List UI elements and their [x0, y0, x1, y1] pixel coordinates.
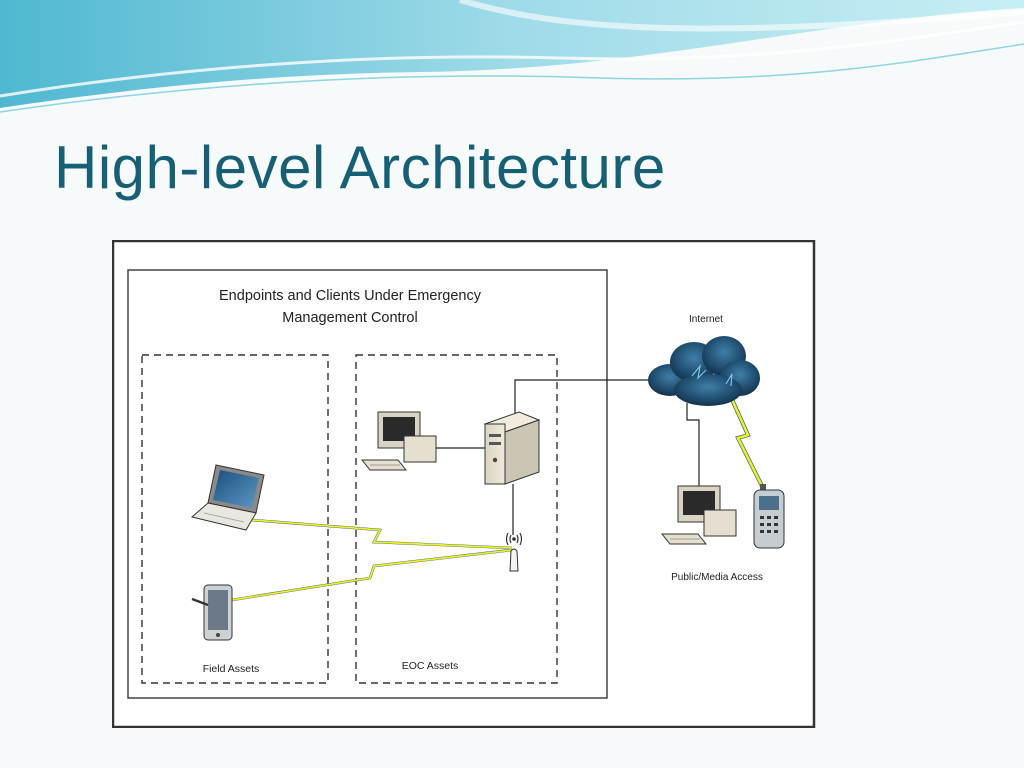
field-assets-group — [141, 354, 329, 684]
public-media-access-label: Public/Media Access — [671, 572, 763, 583]
group-title-line2: Management Control — [282, 310, 417, 326]
wireless-link-phone — [728, 394, 764, 487]
laptop-icon — [190, 464, 265, 531]
internet-to-public-pc-line — [686, 403, 700, 488]
public-media-pc-icon — [660, 485, 737, 545]
group-title-line1: Endpoints and Clients Under Emergency — [219, 288, 482, 304]
eoc-assets-group — [355, 354, 558, 684]
eoc-assets-label: EOC Assets — [402, 660, 459, 672]
slide-title: High-level Architecture — [54, 134, 666, 201]
internet-label: Internet — [689, 314, 723, 325]
wireless-link-tablet — [231, 548, 513, 602]
internet-cloud-icon — [648, 336, 760, 406]
server-to-internet-line — [514, 379, 652, 416]
architecture-diagram: Endpoints and Clients Under Emergency Ma… — [112, 240, 816, 728]
wireless-link-laptop — [251, 518, 513, 550]
server-tower-icon — [483, 411, 541, 485]
field-assets-label: Field Assets — [203, 663, 260, 675]
emergency-management-group — [127, 269, 608, 699]
eoc-desktop-pc-icon — [360, 411, 437, 471]
access-point-icon — [505, 532, 523, 572]
mobile-phone-icon — [753, 484, 785, 549]
tablet-icon — [191, 584, 233, 641]
header-wave-decoration — [0, 0, 1024, 113]
